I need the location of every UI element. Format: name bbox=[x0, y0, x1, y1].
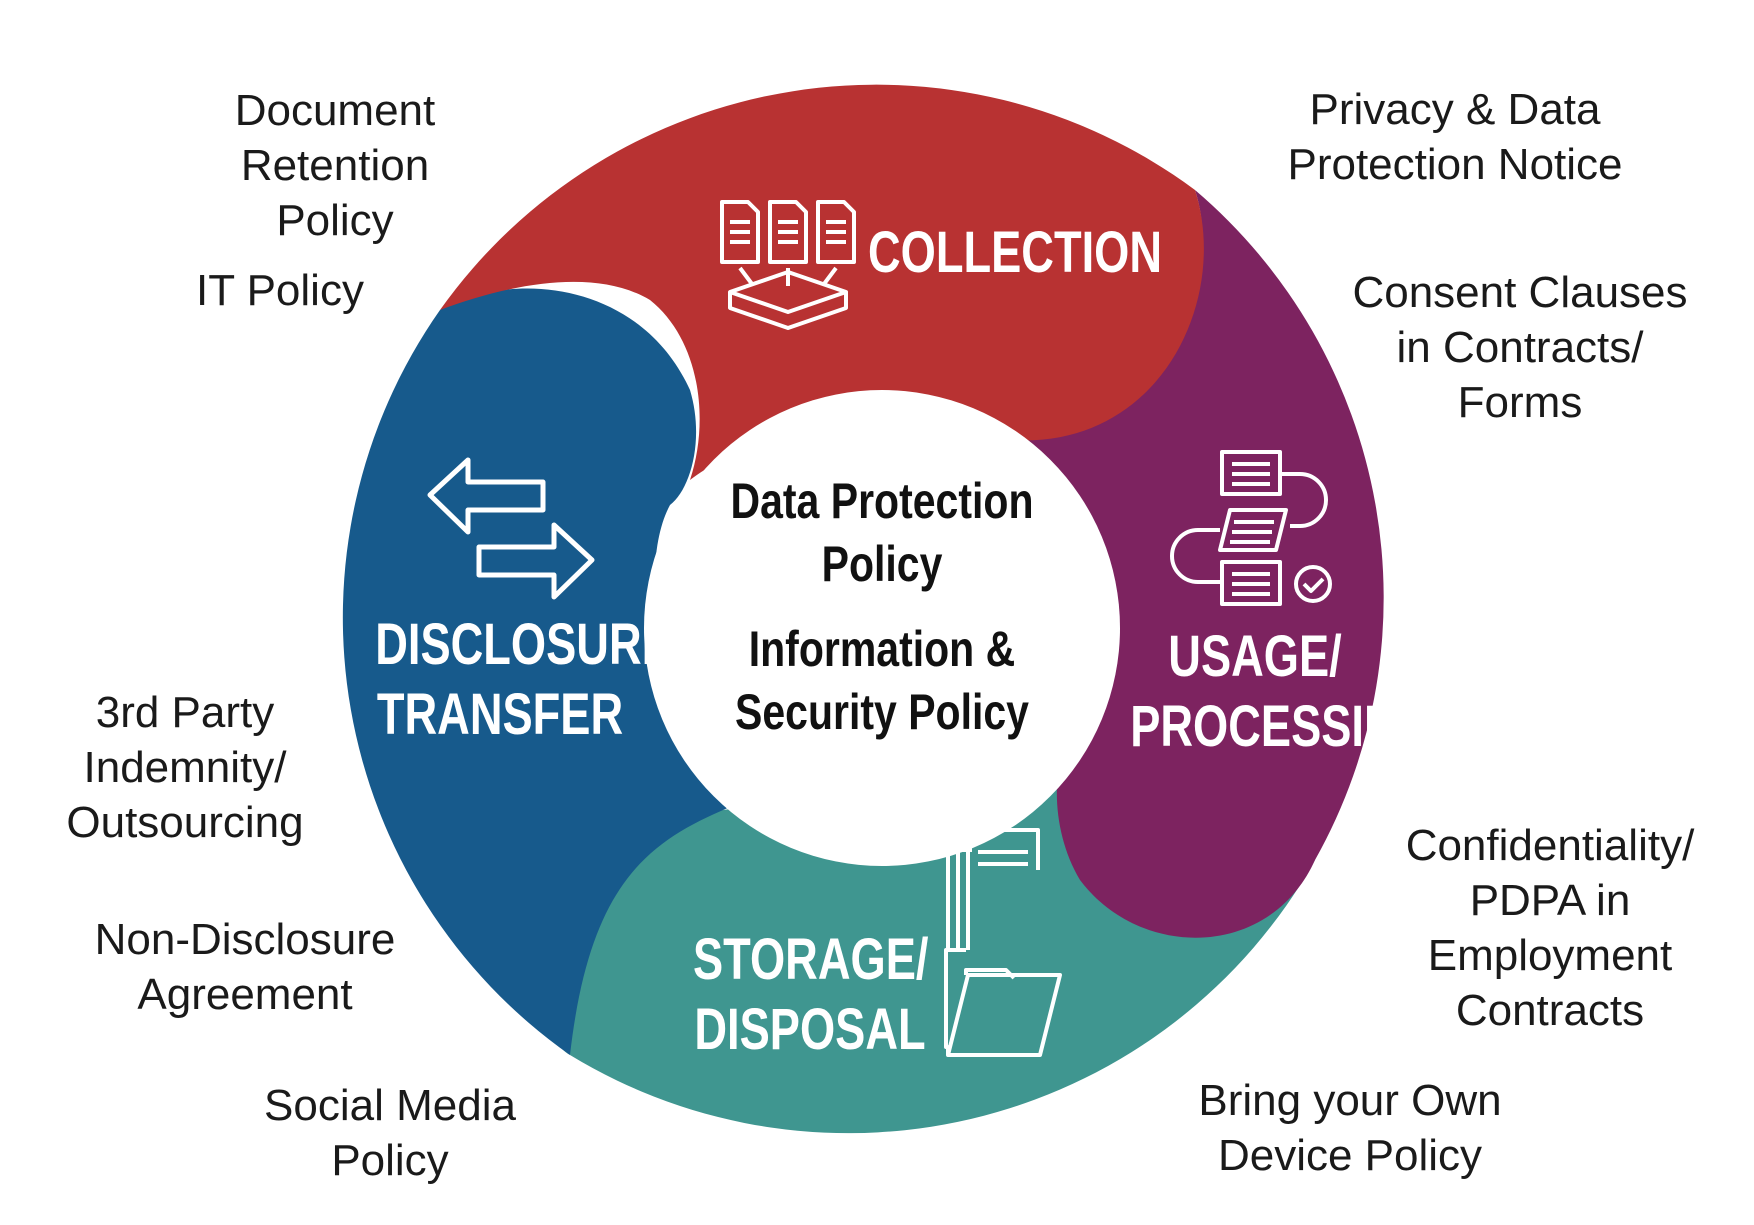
disclosure-transfer-label: DISCLOSURE/ TRANSFER bbox=[375, 612, 685, 747]
confidentiality-label: Confidentiality/ PDPA in Employment Cont… bbox=[1405, 821, 1695, 1035]
center-policy-text: Data Protection Policy Information & Sec… bbox=[730, 473, 1034, 740]
third-party-label: 3rd Party Indemnity/ Outsourcing bbox=[66, 688, 304, 847]
storage-disposal-label: STORAGE/ DISPOSAL bbox=[693, 927, 929, 1062]
documents-into-tray-icon bbox=[720, 200, 856, 330]
document-retention-policy-label: Document Retention Policy bbox=[234, 86, 436, 245]
consent-clauses-label: Consent Clauses in Contracts/ Forms bbox=[1352, 268, 1688, 427]
transfer-arrows-icon bbox=[427, 457, 595, 600]
social-media-policy-label: Social Media Policy bbox=[264, 1081, 516, 1185]
disclosure-transfer-segment bbox=[342, 288, 735, 1056]
center-circle bbox=[644, 390, 1120, 866]
privacy-notice-label: Privacy & Data Protection Notice bbox=[1287, 85, 1623, 189]
usage-processing-label: USAGE/ PROCESSING bbox=[1130, 624, 1432, 759]
nda-label: Non-Disclosure Agreement bbox=[94, 915, 396, 1019]
collection-label: COLLECTION bbox=[868, 220, 1163, 285]
process-flow-icon bbox=[1170, 450, 1332, 606]
byod-policy-label: Bring your Own Device Policy bbox=[1198, 1076, 1502, 1180]
open-folder-icon bbox=[944, 828, 1062, 1057]
usage-processing-segment bbox=[1025, 190, 1384, 938]
it-policy-label: IT Policy bbox=[196, 266, 364, 315]
